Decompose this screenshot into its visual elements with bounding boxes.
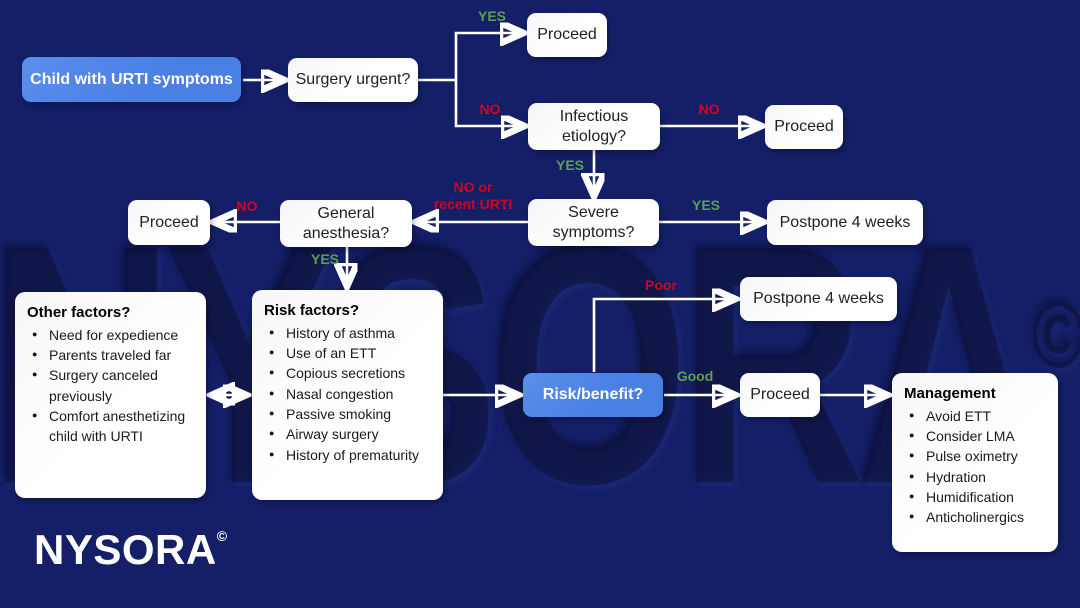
label-severe-no-line1: NO or xyxy=(453,179,493,195)
node-proceed-urgent: Proceed xyxy=(527,13,607,57)
nysora-logo: NYSORA© xyxy=(34,526,227,574)
list-item: Nasal congestion xyxy=(264,384,435,404)
node-postpone-severe: Postpone 4 weeks xyxy=(767,200,923,245)
management-title: Management xyxy=(904,385,996,402)
risk-factors-list: History of asthma Use of an ETT Copious … xyxy=(264,323,435,465)
label-severe-no-line2: recent URTI xyxy=(433,195,513,212)
node-infectious-etiology: Infectious etiology? xyxy=(528,103,660,150)
other-factors-list: Need for expedience Parents traveled far… xyxy=(27,325,198,447)
box-other-factors: Other factors? Need for expedience Paren… xyxy=(15,292,206,498)
list-item: Anticholinergics xyxy=(904,507,1050,527)
list-item: Consider LMA xyxy=(904,426,1050,446)
nysora-logo-text: NYSORA xyxy=(34,526,217,573)
node-surgery-urgent: Surgery urgent? xyxy=(288,58,418,102)
label-severe-no: NO or recent URTI xyxy=(418,179,528,213)
list-item: Humidification xyxy=(904,487,1050,507)
node-proceed-general: Proceed xyxy=(128,200,210,245)
node-postpone-poor: Postpone 4 weeks xyxy=(740,277,897,321)
label-general-no: NO xyxy=(236,198,258,214)
node-proceed-good: Proceed xyxy=(740,373,820,417)
list-item: Pulse oximetry xyxy=(904,446,1050,466)
node-risk-benefit: Risk/benefit? xyxy=(523,373,663,417)
label-general-yes: YES xyxy=(310,251,339,267)
arrow-surgery-no-to-infectious xyxy=(454,80,523,126)
list-item: Copious secretions xyxy=(264,363,435,383)
arrow-surgery-yes-to-proceed xyxy=(418,33,522,82)
list-item: Airway surgery xyxy=(264,424,435,444)
list-item: Passive smoking xyxy=(264,404,435,424)
label-surgery-no: NO xyxy=(479,101,501,117)
node-severe-symptoms: Severe symptoms? xyxy=(528,199,659,246)
list-item: Parents traveled far xyxy=(27,345,198,365)
node-proceed-infectious: Proceed xyxy=(765,105,843,149)
list-item: Hydration xyxy=(904,467,1050,487)
node-general-anesthesia: General anesthesia? xyxy=(280,200,412,247)
other-factors-title: Other factors? xyxy=(27,304,131,321)
label-infectious-yes: YES xyxy=(555,157,584,173)
management-list: Avoid ETT Consider LMA Pulse oximetry Hy… xyxy=(904,406,1050,528)
watermark-copyright: © xyxy=(1031,282,1080,389)
risk-factors-title: Risk factors? xyxy=(264,302,360,319)
list-item: Comfort anesthetizing child with URTI xyxy=(27,406,198,447)
list-item: History of prematurity xyxy=(264,445,435,465)
list-item: History of asthma xyxy=(264,323,435,343)
list-item: Use of an ETT xyxy=(264,343,435,363)
label-risk-good: Good xyxy=(676,368,714,384)
node-child-urti: Child with URTI symptoms xyxy=(22,57,241,102)
box-risk-factors: Risk factors? History of asthma Use of a… xyxy=(252,290,443,500)
arrow-riskbenefit-poor-to-postpone xyxy=(592,299,734,372)
list-item: Avoid ETT xyxy=(904,406,1050,426)
label-severe-yes: YES xyxy=(691,197,720,213)
list-item: Surgery canceled previously xyxy=(27,365,198,406)
nysora-logo-copyright: © xyxy=(216,528,228,544)
box-management: Management Avoid ETT Consider LMA Pulse … xyxy=(892,373,1058,552)
list-item: Need for expedience xyxy=(27,325,198,345)
label-surgery-yes: YES xyxy=(477,8,506,24)
label-infectious-no: NO xyxy=(698,101,720,117)
label-risk-poor: Poor xyxy=(645,277,677,293)
